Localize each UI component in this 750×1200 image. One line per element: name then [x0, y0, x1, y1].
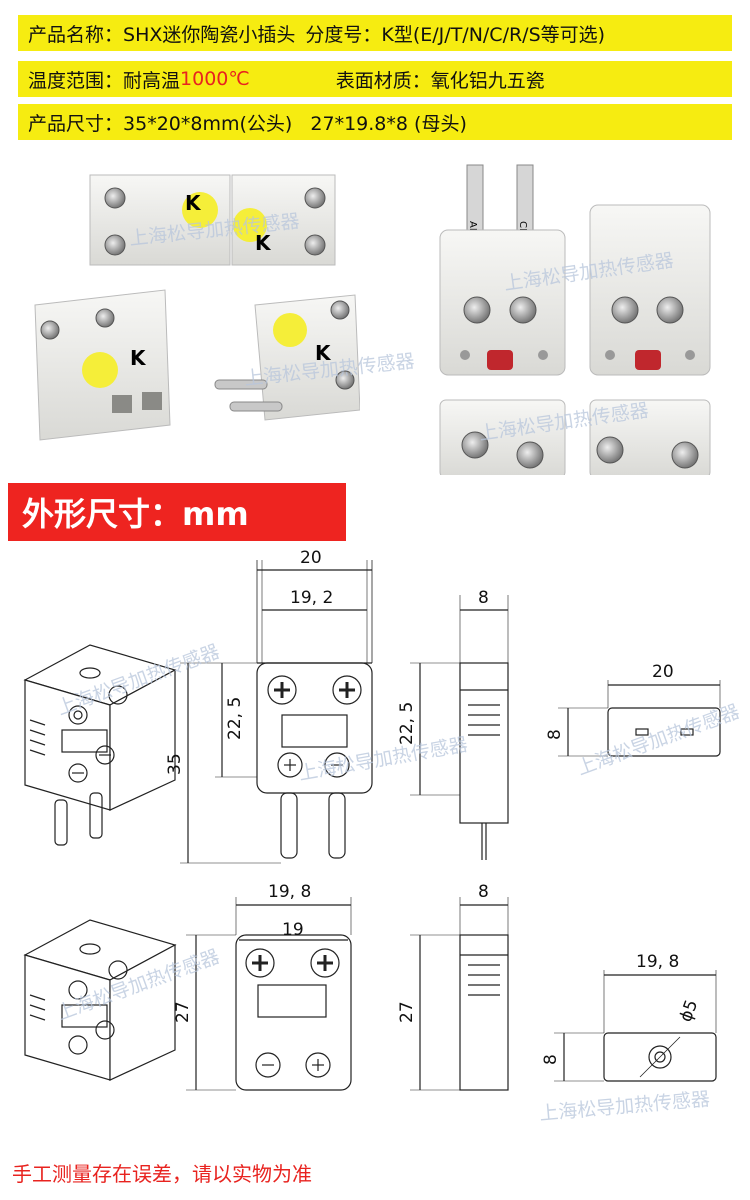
female-hole-label: ϕ5	[676, 997, 702, 1025]
footnote: 手工测量存在误差，请以实物为准	[12, 1162, 312, 1186]
drawing-watermark-text-5: 上海松导加热传感器	[539, 1088, 711, 1125]
connector-male-top: K	[89, 174, 231, 266]
female-side-view	[410, 897, 509, 1091]
female-side-height-label: 27	[397, 1001, 417, 1023]
male-isometric-view	[23, 644, 177, 846]
connector-female-front	[589, 204, 711, 376]
type-mark-2: K	[255, 231, 272, 255]
female-end-view	[554, 970, 717, 1082]
temp-value: 1000℃	[180, 68, 250, 90]
male-end-width-label: 20	[652, 662, 674, 682]
female-end-width-label: 19, 8	[636, 952, 679, 972]
pin-right-label: CH	[517, 221, 528, 236]
type-mark-4: K	[315, 341, 332, 365]
connector-photo-group-left: K K K K	[34, 174, 360, 441]
pin-left-label: AL	[467, 221, 478, 234]
type-mark-1: K	[185, 191, 202, 215]
female-end-thickness-label: 8	[541, 1054, 561, 1065]
spec-bar-name: 产品名称： SHX迷你陶瓷小插头 分度号： K型(E/J/T/N/C/R/S等可…	[18, 15, 732, 51]
female-thickness-label: 8	[478, 882, 489, 902]
male-thickness-label: 8	[478, 588, 489, 608]
male-side-view	[410, 595, 509, 860]
female-isometric-view	[23, 919, 177, 1081]
male-end-view	[558, 680, 721, 757]
connector-female-end	[589, 399, 711, 475]
type-mark-3: K	[130, 346, 147, 370]
female-height-label: 27	[173, 1001, 193, 1023]
spec-bar-size: 产品尺寸： 35*20*8mm(公头) 27*19.8*8 (母头)	[18, 104, 732, 140]
dimension-labels: 20 19, 2 22, 5 35 8 22, 5 20 8 19, 8 19 …	[165, 548, 702, 1065]
material-label: 表面材质：	[335, 69, 431, 92]
connector-male-front: AL CH	[439, 164, 566, 376]
product-photos: K K K K	[0, 150, 750, 480]
connector-female-bottom: K	[34, 289, 171, 441]
material-value: 氧化铝九五瓷	[430, 69, 545, 92]
female-inner-width-label: 19	[282, 920, 304, 940]
dimension-drawing: 20 19, 2 22, 5 35 8 22, 5 20 8 19, 8 19 …	[23, 548, 742, 1125]
female-width-label: 19, 8	[268, 882, 311, 902]
size-value: 35*20*8mm(公头) 27*19.8*8 (母头)	[123, 112, 467, 135]
section-title: 外形尺寸：mm	[8, 483, 346, 541]
connector-female-top: K	[231, 174, 336, 266]
connector-male-end	[439, 399, 566, 475]
male-total-height-label: 35	[165, 753, 185, 775]
male-body-height-label: 22, 5	[225, 697, 245, 740]
male-width-label: 20	[300, 548, 322, 568]
temp-label: 温度范围：	[28, 69, 124, 92]
name-label: 产品名称：	[28, 23, 124, 46]
grade-label: 分度号：	[305, 23, 382, 46]
male-side-height-label: 22, 5	[397, 702, 417, 745]
male-front-view	[180, 560, 373, 864]
spec-bar-temperature: 温度范围： 耐高温 1000℃ 表面材质： 氧化铝九五瓷	[18, 61, 732, 97]
male-end-thickness-label: 8	[545, 729, 565, 740]
connector-male-bottom: K	[214, 294, 360, 421]
size-label: 产品尺寸：	[28, 112, 124, 135]
male-inner-width-label: 19, 2	[290, 588, 333, 608]
connector-photo-group-right: AL CH	[439, 164, 711, 475]
temp-prefix: 耐高温	[123, 69, 181, 92]
grade-value: K型(E/J/T/N/C/R/S等可选)	[381, 23, 606, 46]
female-front-view	[186, 897, 352, 1091]
name-value: SHX迷你陶瓷小插头	[123, 23, 296, 46]
